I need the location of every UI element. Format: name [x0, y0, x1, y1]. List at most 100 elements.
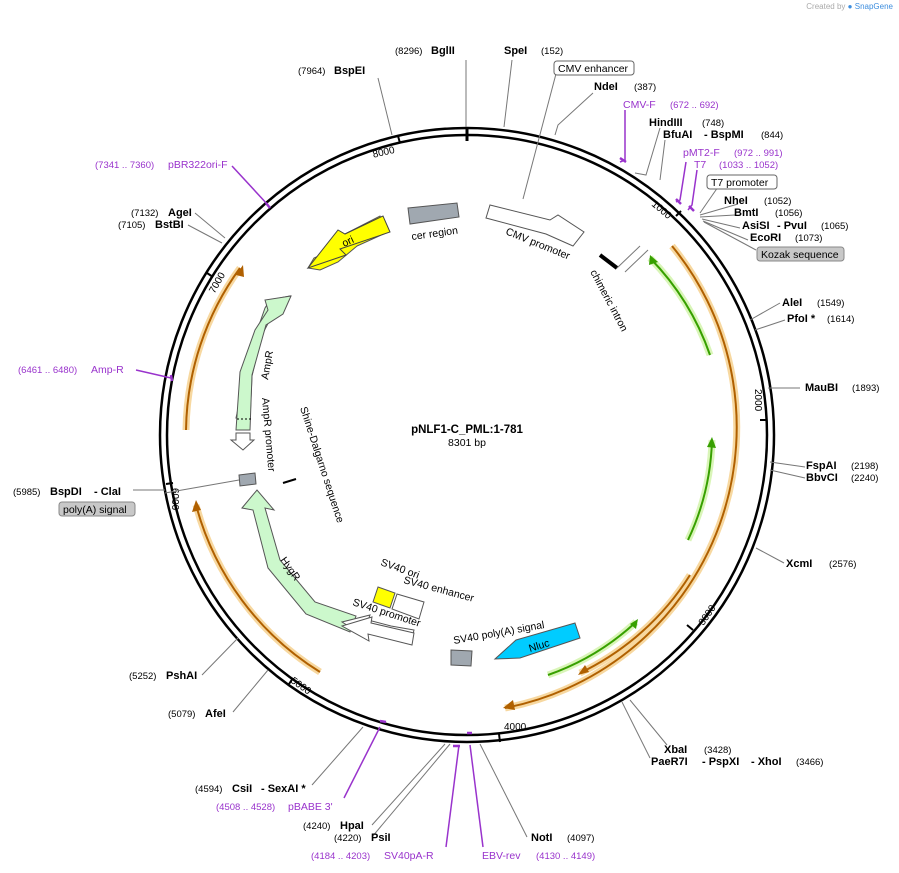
- primer-sv40pa-r-line: [445, 744, 460, 848]
- site-name-agei: AgeI: [168, 207, 192, 219]
- primer-name-ebv-rev: EBV-rev: [482, 850, 521, 862]
- site-labels: (8296) BglII SpeI (152) NdeI (387) HindI…: [13, 45, 879, 844]
- primer-pbabe3-line: [343, 726, 381, 799]
- tick-mark-5000: [288, 677, 294, 685]
- site-pos-maubi: (1893): [852, 383, 879, 394]
- site-pos-csii: (4594): [195, 784, 222, 795]
- primer-name-pmt2-f: pMT2-F: [683, 147, 720, 159]
- sv40-promoter-arrow: [340, 616, 415, 646]
- orf-arc-inner: [579, 574, 691, 674]
- primer-tick-amp-r: [169, 374, 174, 382]
- site-pos-ndei: (387): [634, 82, 656, 93]
- ampr-label: AmpR: [259, 349, 276, 380]
- polya-connector: [164, 479, 240, 494]
- tick-label-4000: 4000: [504, 722, 527, 733]
- tick-label-2000: 2000: [752, 389, 763, 412]
- chimeric-intron-connector-2: [624, 249, 649, 273]
- tick-mark-6000: [165, 482, 174, 485]
- primer-ticks: [169, 156, 695, 748]
- primer-pos-t7: (1033 .. 1052): [719, 160, 778, 171]
- chimeric-intron-feature: [598, 253, 619, 270]
- site-connectors: [133, 59, 806, 838]
- green-arc-2-halo: [684, 439, 716, 542]
- site-name-bspdi: BspDI: [50, 486, 82, 498]
- site-name-pspxi: - PspXI: [702, 756, 739, 768]
- site-pos-alei: (1549): [817, 298, 844, 309]
- ampr-arrow: [235, 295, 292, 431]
- site-name-alei: AleI: [782, 297, 802, 309]
- primer-tick-cmv-f: [619, 156, 627, 164]
- ampr-promoter-feature: [229, 432, 256, 451]
- sv40-polya-feature: [450, 649, 473, 667]
- site-pos-bspdi: (5985): [13, 487, 40, 498]
- site-name-bbvci: BbvCI: [806, 472, 838, 484]
- site-pos-psii: (4220): [334, 833, 361, 844]
- chimeric-intron-label: chimeric intron: [587, 268, 630, 334]
- site-name-bstbi: BstBI: [155, 219, 184, 231]
- primer-tick-pbr322ori-f: [265, 202, 271, 209]
- polya-box: [58, 501, 136, 517]
- shine-dalgarno-feature: [282, 478, 297, 484]
- site-name-xhoi: - XhoI: [751, 756, 782, 768]
- connector-kozak: [703, 221, 757, 251]
- primer-name-t7: T7: [694, 159, 706, 171]
- site-pos-bspei: (7964): [298, 66, 325, 77]
- polya-label: poly(A) signal: [63, 504, 127, 516]
- connector-xbai: [629, 699, 668, 746]
- site-name-bspmi: - BspMI: [704, 129, 744, 141]
- site-pos-paer7i: (3466): [796, 757, 823, 768]
- orf-arc-inner-head: [578, 665, 589, 675]
- primer-name-cmv-f: CMV-F: [623, 99, 656, 111]
- site-pos-bglii: (8296): [395, 46, 422, 57]
- site-name-asisi: AsiSI: [742, 220, 770, 232]
- kozak-label: Kozak sequence: [761, 249, 839, 261]
- connector-bmti: [699, 214, 736, 218]
- connector-xcmi: [755, 547, 785, 564]
- site-name-noti: NotI: [531, 832, 552, 844]
- orf-arc-right-head: [503, 700, 515, 710]
- primer-cmv-f-line: [619, 110, 626, 163]
- site-pos-asisi: (1065): [821, 221, 848, 232]
- site-name-fspai: FspAI: [806, 460, 837, 472]
- site-name-sexai: - SexAI *: [261, 783, 306, 795]
- ori-arrow: [306, 215, 391, 270]
- plasmid-name: pNLF1-C_PML:1-781: [411, 424, 523, 436]
- kozak-box: [756, 246, 845, 262]
- snapgene-logo-icon: ●: [847, 2, 853, 11]
- connector-fspai: [769, 461, 806, 468]
- site-name-csii: CsiI: [232, 783, 252, 795]
- site-name-xbai: XbaI: [664, 744, 687, 756]
- site-pos-xbai: (3428): [704, 745, 731, 756]
- connector-ecori: [702, 220, 749, 241]
- tick-mark-7000: [206, 272, 214, 278]
- tick-mark-8000: [397, 135, 401, 144]
- primer-name-sv40pa-r: SV40pA-R: [384, 850, 434, 862]
- primer-labels: CMV-F (672 .. 692) pMT2-F (972 .. 991) T…: [18, 99, 783, 862]
- green-arc-3: [547, 621, 637, 676]
- green-arc-2: [687, 439, 713, 541]
- connector-bstbi: [187, 224, 223, 244]
- site-name-hpai: HpaI: [340, 820, 364, 832]
- primer-pos-amp-r: (6461 .. 6480): [18, 365, 77, 376]
- site-name-afei: AfeI: [205, 708, 226, 720]
- t7-promoter-box: [706, 174, 778, 190]
- site-name-spei: SpeI: [504, 45, 527, 57]
- sv40-enhancer-feature: [391, 593, 425, 620]
- cmv-promoter-feature: [485, 204, 585, 247]
- primer-pos-ebv-rev: (4130 .. 4149): [536, 851, 595, 862]
- site-name-ecori: EcoRI: [750, 232, 781, 244]
- credit-prefix: Created by: [806, 2, 846, 11]
- site-pos-hindiii: (748): [702, 118, 724, 129]
- orf-arc-right: [504, 245, 738, 709]
- site-name-pvui: - PvuI: [777, 220, 807, 232]
- primer-pbr322ori-f-line: [231, 165, 269, 206]
- site-pos-noti: (4097): [567, 833, 594, 844]
- nluc-feature: [493, 622, 581, 660]
- green-arc-1-head: [649, 255, 658, 265]
- primer-tick-t7: [688, 205, 695, 212]
- tick-mark-4000: [498, 733, 501, 743]
- site-name-psii: PsiI: [371, 832, 391, 844]
- boxed-labels: CMV enhancer T7 promoter Kozak sequence …: [58, 60, 845, 517]
- primer-tick-pbabe3: [379, 719, 387, 724]
- site-pos-spei: (152): [541, 46, 563, 57]
